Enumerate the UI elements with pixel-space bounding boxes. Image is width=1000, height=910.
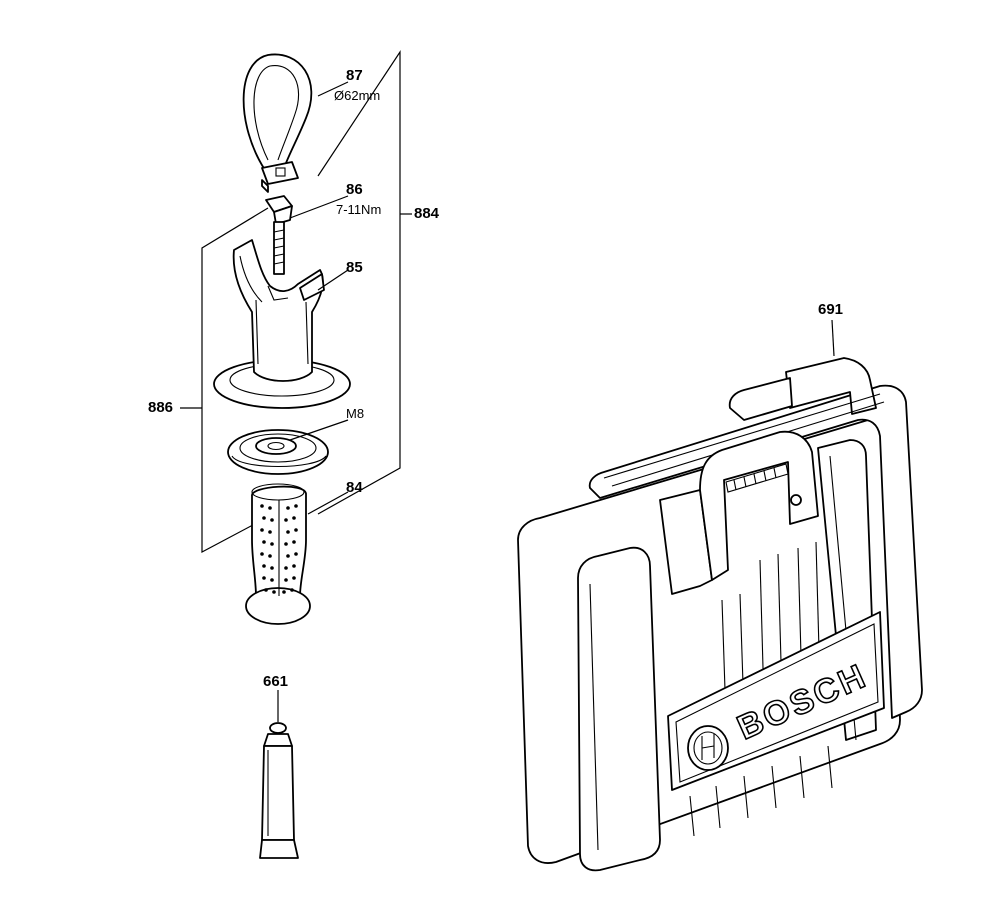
handle-collar-part [213,239,351,409]
callout-86: 86 [346,181,363,198]
callout-m8: M8 [346,406,364,421]
bosch-logo-emblem [687,725,729,771]
group-bracket-884 [317,50,401,515]
clamp-band-part [242,53,313,193]
case-handle-texture [725,463,789,493]
callout-691: 691 [818,301,843,318]
callout-886: 886 [148,399,173,416]
group-bracket-886 [201,207,301,553]
washer-m8-part [227,429,329,475]
callout-884: 884 [414,205,440,222]
grease-tube-part [259,722,299,859]
callout-85: 85 [346,259,363,276]
callout-86-spec: 7-11Nm [336,202,381,217]
callout-87: 87 [346,67,363,84]
callout-87-spec: Ø62mm [334,88,380,103]
callout-661: 661 [263,673,288,690]
grip-texture [260,504,298,594]
bolt-part [265,195,293,275]
grip-handle-part [245,483,311,625]
callout-84: 84 [346,479,363,496]
carrying-case-part [517,357,923,872]
